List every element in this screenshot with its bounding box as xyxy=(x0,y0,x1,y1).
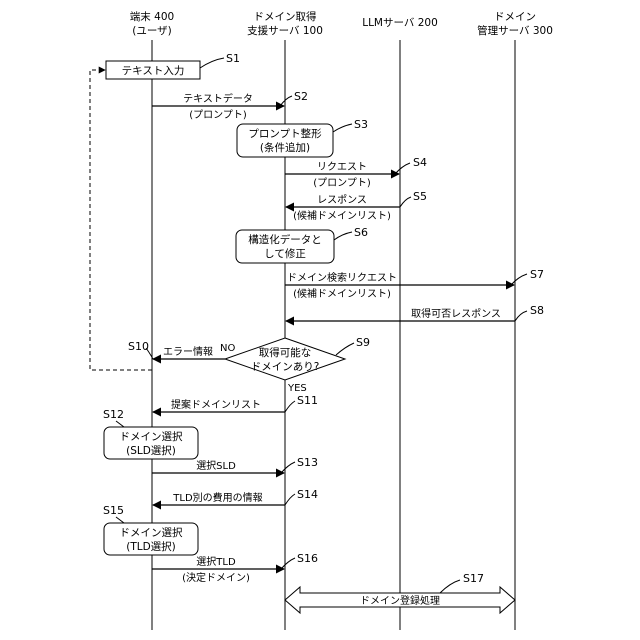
lane-server-title: ドメイン取得 xyxy=(254,11,317,23)
lane-registrar-title: ドメイン xyxy=(494,11,536,23)
lane-terminal-title: 端末 400 xyxy=(130,10,174,23)
s15-leader xyxy=(116,517,124,523)
s14-leader xyxy=(285,494,295,505)
lane-llm-title: LLMサーバ 200 xyxy=(362,17,438,29)
s13-step-id: S13 xyxy=(297,456,318,469)
lane-terminal-subtitle: (ユーザ) xyxy=(132,25,171,37)
s12-box-label: ドメイン選択 xyxy=(120,430,183,443)
s2-label: テキストデータ xyxy=(183,92,253,105)
s2-step-id: S2 xyxy=(294,90,308,103)
lane-registrar-subtitle: 管理サーバ 300 xyxy=(477,24,553,37)
s4-leader xyxy=(395,163,410,174)
s15-box-sublabel: (TLD選択) xyxy=(126,540,176,553)
s9-step-id: S9 xyxy=(356,336,370,349)
s3-box-label: プロンプト整形 xyxy=(248,127,322,140)
s9-question-line1: 取得可能な xyxy=(259,346,312,359)
s12-step-id: S12 xyxy=(103,408,124,421)
s3-box-sublabel: (条件追加) xyxy=(260,141,310,154)
s7-sublabel: (候補ドメインリスト) xyxy=(293,287,391,300)
s17-label: ドメイン登録処理 xyxy=(360,594,440,607)
s9-yes-label: YES xyxy=(287,383,307,394)
s9-no-label: NO xyxy=(220,343,235,354)
s8-label: 取得可否レスポンス xyxy=(411,308,501,320)
s6-leader xyxy=(334,232,352,240)
s1-leader xyxy=(200,58,224,68)
s13-label: 選択SLD xyxy=(196,459,236,472)
s16-sublabel: (決定ドメイン) xyxy=(182,571,250,584)
s9-question-line2: ドメインあり? xyxy=(251,361,320,373)
s15-step-id: S15 xyxy=(103,504,124,517)
s7-label: ドメイン検索リクエスト xyxy=(287,271,397,284)
s12-box-sublabel: (SLD選択) xyxy=(126,444,176,457)
s17-leader xyxy=(440,580,460,593)
s5-label: レスポンス xyxy=(317,194,367,206)
s4-step-id: S4 xyxy=(413,156,427,169)
s14-label: TLD別の費用の情報 xyxy=(172,491,262,504)
lane-server-subtitle: 支援サーバ 100 xyxy=(247,24,323,37)
s6-box-label: 構造化データと xyxy=(248,233,322,246)
s4-sublabel: (プロンプト) xyxy=(313,177,371,189)
retry-loop-dashed xyxy=(90,70,152,370)
s4-label: リクエスト xyxy=(317,161,367,173)
s5-leader xyxy=(400,197,411,207)
s11-step-id: S11 xyxy=(297,394,318,407)
s6-box-sublabel: して修正 xyxy=(264,247,306,260)
s1-step-id: S1 xyxy=(226,52,240,65)
s17-step-id: S17 xyxy=(463,572,484,585)
s1-box-label: テキスト入力 xyxy=(122,64,185,77)
s6-step-id: S6 xyxy=(354,226,368,239)
s9-decision xyxy=(225,338,345,380)
s7-leader xyxy=(511,274,527,285)
s9-leader xyxy=(336,343,354,355)
s15-box-label: ドメイン選択 xyxy=(120,526,183,539)
s11-leader xyxy=(285,401,295,412)
s16-label: 選択TLD xyxy=(196,555,236,568)
s7-step-id: S7 xyxy=(530,268,544,281)
s2-sublabel: (プロンプト) xyxy=(189,109,247,121)
s12-leader xyxy=(116,421,124,427)
s13-leader xyxy=(281,462,295,473)
s16-step-id: S16 xyxy=(297,552,318,565)
s11-label: 提案ドメインリスト xyxy=(171,398,261,411)
s5-step-id: S5 xyxy=(413,190,427,203)
s3-leader xyxy=(333,124,352,132)
s8-step-id: S8 xyxy=(530,304,544,317)
s14-step-id: S14 xyxy=(297,488,318,501)
s3-step-id: S3 xyxy=(354,118,368,131)
s2-leader xyxy=(280,96,292,106)
s16-leader xyxy=(281,558,295,569)
s10-label: エラー情報 xyxy=(163,345,213,358)
s8-leader xyxy=(515,311,527,321)
s10-step-id: S10 xyxy=(128,340,149,353)
s5-sublabel: (候補ドメインリスト) xyxy=(293,209,391,222)
